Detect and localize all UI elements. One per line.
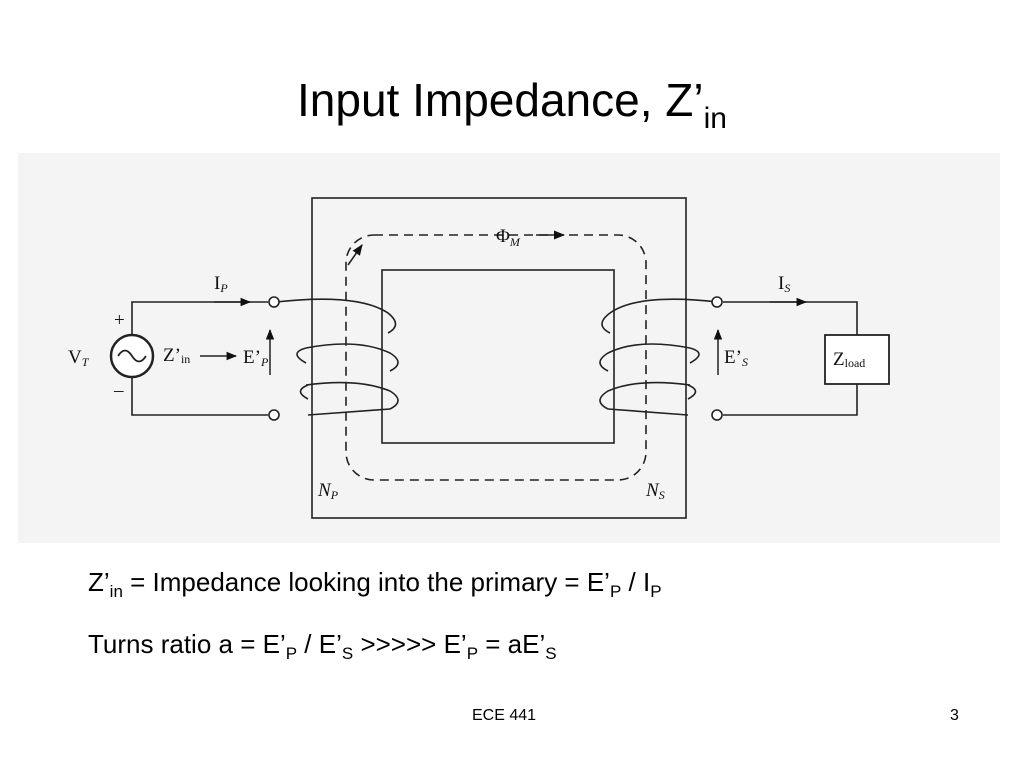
es-label: E’S	[724, 347, 748, 369]
secondary-terminal-top	[711, 296, 723, 308]
zload-box	[824, 334, 890, 385]
secondary-wires	[723, 301, 858, 416]
zin-label: Z’in	[163, 345, 190, 366]
title-main: Input Impedance, Z’	[297, 74, 704, 126]
transformer-diagram: ΦM + – VT	[18, 153, 1000, 543]
zload-label: Zload	[833, 349, 865, 370]
slide-title: Input Impedance, Z’in	[0, 72, 1024, 134]
footer-course: ECE 441	[472, 707, 537, 724]
core-window	[381, 269, 615, 444]
source-minus: –	[113, 380, 124, 401]
primary-terminal-top	[268, 296, 280, 308]
ns-label: NS	[645, 480, 665, 502]
np-label: NP	[317, 480, 339, 502]
ac-source-icon	[117, 349, 147, 363]
secondary-terminal-bottom	[711, 409, 723, 421]
turns-ratio-definition: Turns ratio a = E’P / E’S >>>>> E’P = aE…	[88, 629, 557, 663]
ep-label: E’P	[243, 347, 269, 369]
flux-arrow-left	[347, 244, 363, 266]
vt-label: VT	[68, 347, 90, 369]
primary-terminal-bottom	[268, 409, 280, 421]
flux-path	[345, 234, 647, 481]
is-label: IS	[778, 273, 790, 295]
secondary-coil	[599, 298, 719, 416]
ip-label: IP	[214, 273, 228, 295]
page-number: 3	[950, 707, 959, 724]
source-plus: +	[114, 310, 125, 331]
transformer-circuit-svg: ΦM + – VT	[68, 197, 890, 519]
primary-coil	[275, 298, 399, 416]
flux-label: ΦM	[496, 226, 521, 249]
core-outer	[311, 197, 687, 519]
title-subscript: in	[703, 102, 727, 135]
zin-definition: Z’in = Impedance looking into the primar…	[88, 567, 662, 601]
